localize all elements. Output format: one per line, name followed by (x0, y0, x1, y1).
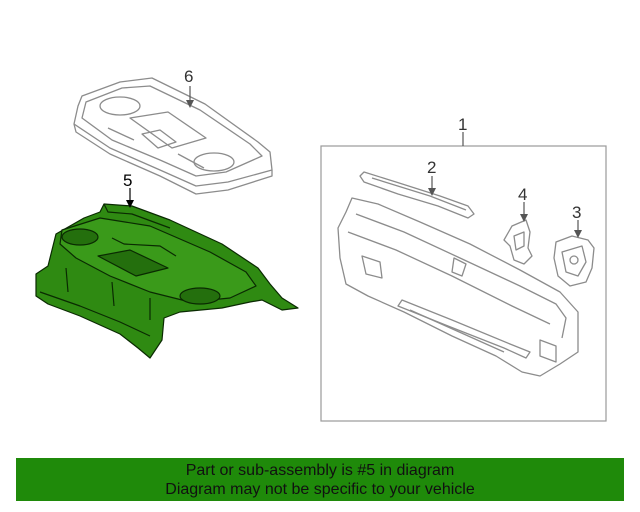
part-5-rear-shelf-panel-drawing[interactable] (35, 203, 299, 359)
info-banner: Part or sub-assembly is #5 in diagram Di… (16, 458, 624, 501)
part-2-reinforcement-bar-drawing[interactable] (359, 171, 475, 219)
callout-leader-lines (126, 86, 582, 238)
part-4-bracket-drawing[interactable] (503, 219, 533, 265)
callout-number-5: 5 (123, 171, 132, 190)
part-6-package-tray-drawing[interactable] (73, 77, 273, 195)
exploded-parts-diagram: 6 5 1 2 4 3 (35, 67, 607, 422)
callout-number-1: 1 (458, 115, 467, 134)
callout-number-6: 6 (184, 67, 193, 86)
callout-number-4: 4 (518, 185, 527, 204)
banner-line-selected-part: Part or sub-assembly is #5 in diagram (185, 461, 455, 479)
banner-line-disclaimer: Diagram may not be specific to your vehi… (165, 480, 475, 498)
callout-number-2: 2 (427, 158, 436, 177)
part-3-mount-bracket-drawing[interactable] (553, 235, 595, 287)
part-1-rear-body-panel-drawing[interactable] (337, 197, 579, 377)
callout-number-3: 3 (572, 203, 581, 222)
